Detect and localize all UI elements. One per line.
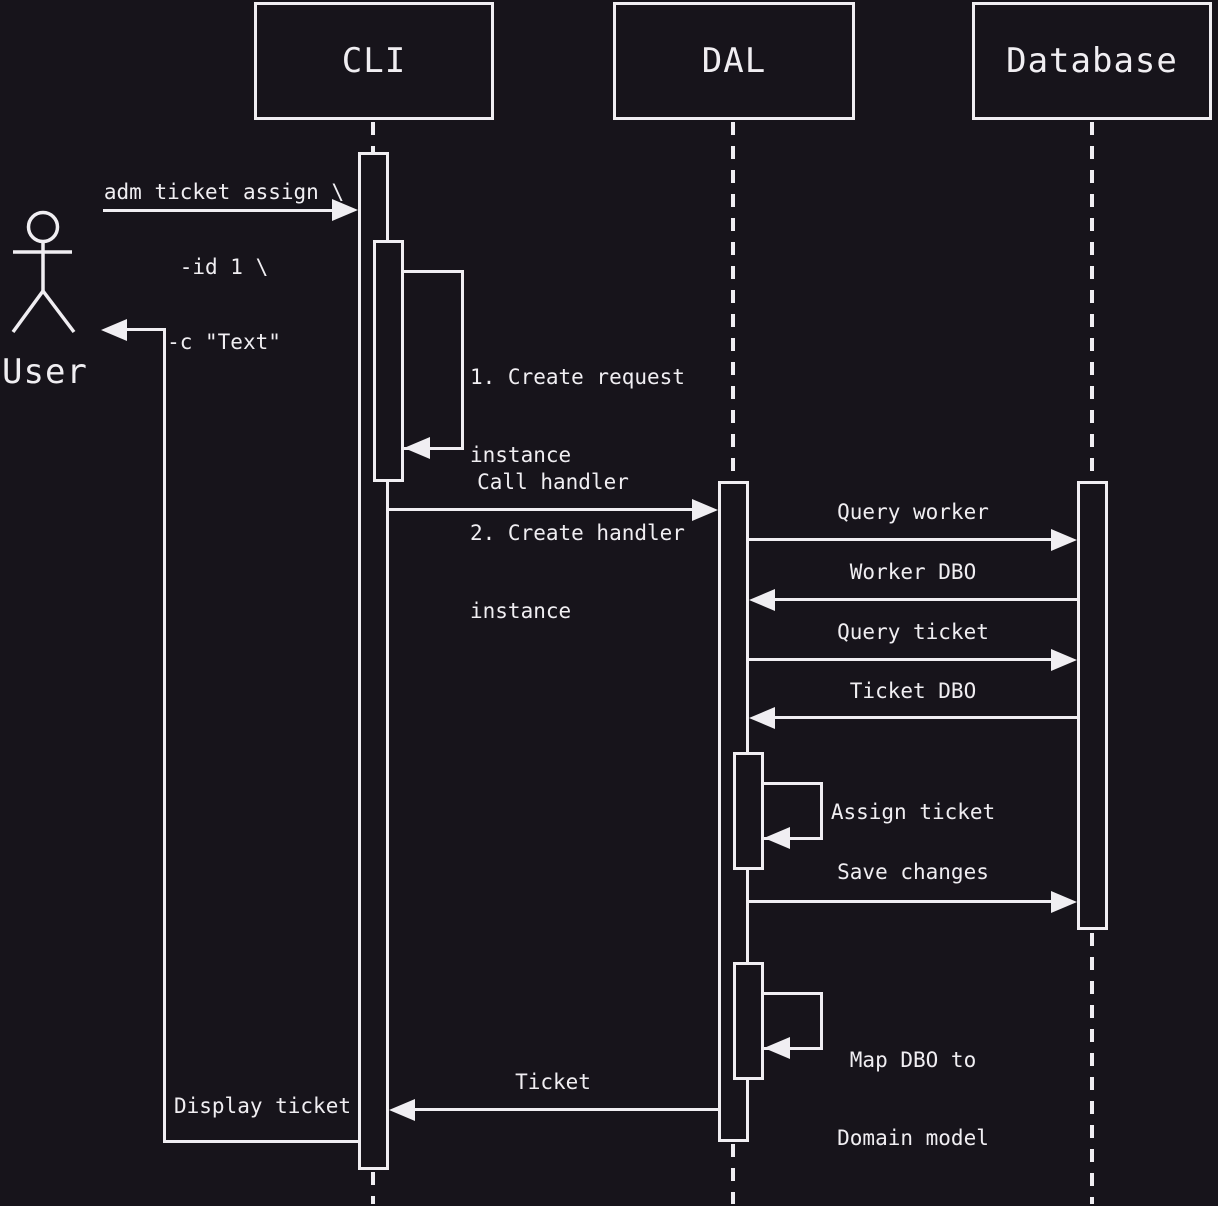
user-actor-icon bbox=[11, 210, 76, 334]
activation-database bbox=[1077, 481, 1108, 930]
message-arrowhead-query-ticket-icon bbox=[1051, 649, 1077, 671]
message-line-display-ticket-top bbox=[127, 328, 166, 331]
participant-label-dal: DAL bbox=[701, 41, 767, 81]
message-label-map-dbo: Map DBO to Domain model bbox=[837, 1048, 989, 1150]
message-line-query-ticket bbox=[749, 658, 1053, 661]
message-line-call-handler bbox=[389, 508, 694, 511]
participant-label-cli: CLI bbox=[341, 41, 407, 81]
lifeline-cli-top bbox=[371, 122, 375, 152]
lifeline-cli-bottom bbox=[371, 1172, 375, 1204]
message-arrowhead-query-worker-icon bbox=[1051, 529, 1077, 551]
message-arrowhead-save-changes-icon bbox=[1051, 891, 1077, 913]
message-line-query-worker bbox=[749, 538, 1053, 541]
lifeline-dal-top bbox=[731, 122, 735, 481]
selfcall-cli-arrowhead-icon bbox=[404, 437, 430, 459]
message-arrowhead-worker-dbo-icon bbox=[749, 589, 775, 611]
message-label-ticket-dbo: Ticket DBO bbox=[849, 679, 977, 703]
message-line-ticket bbox=[413, 1108, 718, 1111]
selfcall-map-arrowhead-icon bbox=[764, 1037, 790, 1059]
message-label-query-ticket: Query ticket bbox=[837, 620, 989, 644]
participant-box-cli: CLI bbox=[254, 2, 494, 120]
participant-label-database: Database bbox=[1006, 41, 1178, 81]
message-label-call-handler: Call handler bbox=[477, 470, 629, 494]
activation-dal-map bbox=[733, 962, 764, 1080]
message-label-user-command: adm ticket assign \ -id 1 \ -c "Text" bbox=[103, 180, 345, 354]
user-actor-label: User bbox=[2, 352, 88, 392]
message-label-display-ticket: Display ticket bbox=[173, 1094, 351, 1118]
participant-box-dal: DAL bbox=[613, 2, 855, 120]
message-label-query-worker: Query worker bbox=[837, 500, 989, 524]
selfcall-box-cli bbox=[401, 270, 464, 450]
message-label-save-changes: Save changes bbox=[837, 860, 989, 884]
message-label-worker-dbo: Worker DBO bbox=[849, 560, 977, 584]
selfcall-box-assign-ticket bbox=[761, 782, 823, 840]
selfcall-box-map-dbo bbox=[761, 992, 823, 1050]
activation-dal-assign bbox=[733, 752, 764, 870]
message-line-display-ticket-vertical bbox=[163, 328, 166, 1143]
message-line-display-ticket-bottom bbox=[163, 1140, 361, 1143]
message-line-user-command bbox=[103, 209, 334, 212]
message-arrowhead-user-command-icon bbox=[332, 199, 358, 221]
message-label-ticket: Ticket bbox=[515, 1070, 591, 1094]
message-arrowhead-ticket-dbo-icon bbox=[749, 707, 775, 729]
activation-cli-nested bbox=[373, 240, 404, 482]
message-line-worker-dbo bbox=[773, 598, 1078, 601]
lifeline-database-bottom bbox=[1090, 933, 1094, 1204]
cli-self-note: 1. Create request instance 2. Create han… bbox=[470, 365, 685, 623]
message-label-assign-ticket: Assign ticket bbox=[830, 800, 996, 824]
message-arrowhead-display-ticket-icon bbox=[101, 319, 127, 341]
selfcall-assign-arrowhead-icon bbox=[764, 827, 790, 849]
message-line-ticket-dbo bbox=[773, 716, 1078, 719]
message-arrowhead-ticket-icon bbox=[389, 1099, 415, 1121]
message-line-save-changes bbox=[749, 900, 1053, 903]
lifeline-database-top bbox=[1090, 122, 1094, 481]
message-arrowhead-call-handler-icon bbox=[692, 499, 718, 521]
lifeline-dal-bottom bbox=[731, 1144, 735, 1204]
participant-box-database: Database bbox=[972, 2, 1212, 120]
